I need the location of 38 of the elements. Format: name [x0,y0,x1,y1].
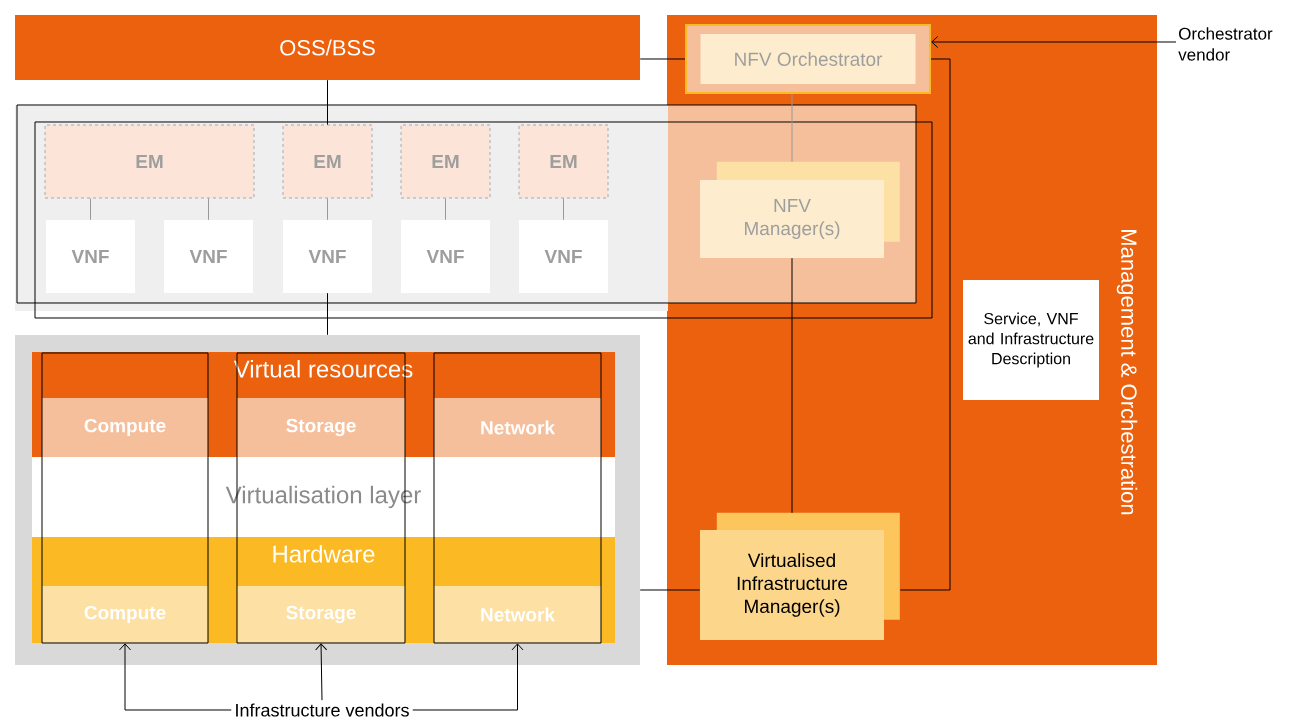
vnf-box: VNF [283,220,372,293]
connector [791,93,793,163]
resource-box: Compute [42,398,208,457]
connector [412,643,524,711]
manager-box: Virtualised Infrastructure Manager(s) [700,512,900,640]
connector [327,79,328,126]
connector [931,36,1177,48]
connector [119,643,232,711]
resource-box: Compute [42,586,208,643]
connector [791,257,793,514]
vnf-box: VNF [164,220,253,293]
connector [327,292,328,336]
resource-box: Storage [237,586,405,643]
orchestrator-box: NFV Orchestrator [685,24,931,94]
description-box: Service, VNF and Infrastructure Description [963,280,1099,400]
vendor-label: Orchestrator vendor [1178,27,1273,61]
resource-box: Network [434,398,601,457]
vendor-label: Infrastructure vendors [236,703,409,717]
manager-box: NFV Manager(s) [700,161,900,258]
vnf-box: VNF [519,220,608,293]
connector [639,589,701,591]
vnf-box: VNF [401,220,490,293]
element-manager-box: EM [400,124,491,199]
connector [563,197,564,221]
element-manager-box: EM [282,124,373,199]
connector [327,197,328,221]
connector [208,197,209,221]
resource-box: Storage [237,398,405,457]
connector [90,197,91,221]
connector [899,58,951,591]
system-box: OSS/BSS [15,15,640,80]
connector [639,58,686,60]
connector [445,197,446,221]
connector [315,643,328,701]
resource-box: Network [434,586,601,643]
vnf-box: VNF [46,220,135,293]
element-manager-box: EM [518,124,609,199]
element-manager-box: EM [44,124,255,199]
